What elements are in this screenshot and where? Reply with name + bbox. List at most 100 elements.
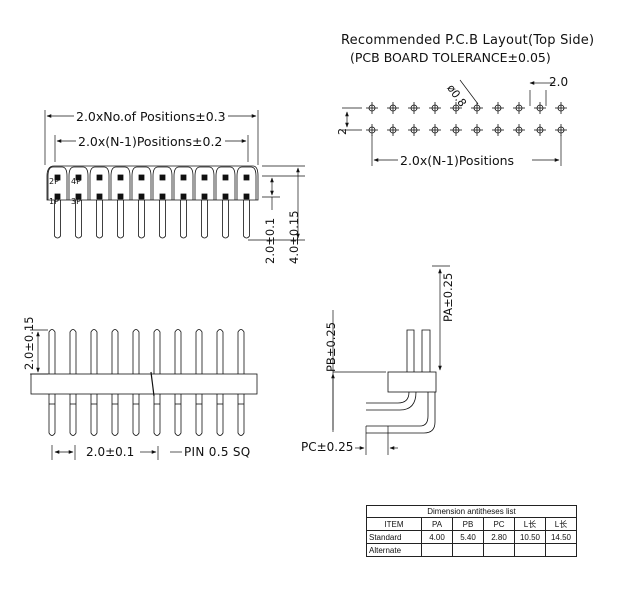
table-cell: 2.80	[483, 530, 515, 544]
front-pin	[54, 200, 61, 239]
pin-square	[75, 174, 82, 181]
upper-post	[216, 329, 224, 374]
pin-square	[243, 174, 250, 181]
front-view	[46, 165, 259, 239]
front-pin	[96, 200, 103, 239]
housing-cell	[131, 166, 152, 200]
lower-post	[69, 394, 77, 436]
pin-square	[117, 174, 124, 181]
housing-cell	[152, 166, 173, 200]
table-header-row: ITEM PA PB PC L长 L长	[366, 517, 577, 531]
table-row: Alternate	[366, 543, 577, 557]
table-header-cell: ITEM	[366, 517, 422, 531]
pcb-span-label: 2.0x(N-1)Positions	[400, 153, 515, 168]
upper-post	[69, 329, 77, 374]
pin-size-label: PIN 0.5 SQ	[184, 445, 251, 459]
row-pitch-label: 2.0±0.1	[263, 217, 277, 264]
side-dimensions	[30, 329, 182, 460]
pin-square	[54, 174, 61, 181]
pin-square	[159, 174, 166, 181]
housing-cell	[173, 166, 194, 200]
upper-post	[132, 329, 140, 374]
position-1p: 1P	[49, 197, 59, 206]
table-cell	[514, 543, 546, 557]
pin-square	[201, 174, 208, 181]
housing-cell	[215, 166, 236, 200]
upper-post	[111, 329, 119, 374]
upper-post	[237, 329, 245, 374]
pin-square	[180, 193, 187, 200]
table-cell	[545, 543, 577, 557]
table-cell: 14.50	[545, 530, 577, 544]
front-pin	[243, 200, 250, 239]
front-pin	[201, 200, 208, 239]
right-angle-view	[366, 329, 437, 434]
pin-square	[222, 174, 229, 181]
pcb-dimensions	[342, 79, 562, 166]
pin-square	[243, 193, 250, 200]
lower-post	[153, 394, 161, 436]
pin-square	[54, 193, 61, 200]
pin-square	[138, 174, 145, 181]
pin-square	[75, 193, 82, 200]
lower-post	[195, 394, 203, 436]
front-pin	[159, 200, 166, 239]
upper-post	[48, 329, 56, 374]
table-cell: 5.40	[452, 530, 484, 544]
table-cell: Alternate	[366, 543, 422, 557]
pcb-title: Recommended P.C.B Layout(Top Side)	[341, 33, 595, 48]
table-header-cell: PB	[452, 517, 484, 531]
table-row: Standard 4.00 5.40 2.80 10.50 14.50	[366, 530, 577, 544]
upper-post	[90, 329, 98, 374]
position-4p: 4P	[71, 177, 81, 186]
front-pin	[138, 200, 145, 239]
pin-square	[180, 174, 187, 181]
table-cell	[483, 543, 515, 557]
front-pin	[222, 200, 229, 239]
table-header-cell: PA	[421, 517, 453, 531]
upper-post	[174, 329, 182, 374]
front-pin	[75, 200, 82, 239]
lower-post	[111, 394, 119, 436]
side-pitch-label: 2.0±0.1	[86, 445, 135, 459]
housing-cell	[89, 166, 110, 200]
lower-post	[216, 394, 224, 436]
angle-dimensions	[331, 265, 450, 455]
upper-post	[195, 329, 203, 374]
table-header-cell: L长	[514, 517, 546, 531]
pin-square	[96, 193, 103, 200]
table-header-cell: PC	[483, 517, 515, 531]
body-height-label: 4.0±0.15	[287, 210, 301, 264]
table-caption-row: Dimension antitheses list	[366, 505, 577, 518]
upper-post	[153, 329, 161, 374]
front-dimensions	[44, 110, 305, 241]
pcb-layout-view	[366, 102, 567, 136]
table-cell	[452, 543, 484, 557]
table-cell	[421, 543, 453, 557]
lower-post	[237, 394, 245, 436]
pin-square	[222, 193, 229, 200]
lower-post	[48, 394, 56, 436]
pin-square	[159, 193, 166, 200]
housing-cell	[194, 166, 215, 200]
housing-cell	[68, 166, 89, 200]
pin-square	[201, 193, 208, 200]
pc-label: PC±0.25	[301, 440, 354, 454]
housing-cell	[236, 166, 257, 200]
position-3p: 3P	[71, 197, 81, 206]
pb-label: PB±0.25	[324, 321, 338, 372]
pin-square	[138, 193, 145, 200]
post-height-label: 2.0±0.15	[22, 316, 36, 370]
lower-post	[132, 394, 140, 436]
housing-cell	[47, 166, 68, 200]
lower-post	[174, 394, 182, 436]
table-header-cell: L长	[545, 517, 577, 531]
overall-length-label: 2.0xNo.of Positions±0.3	[76, 109, 226, 124]
side-view	[30, 329, 258, 436]
pin-square	[117, 193, 124, 200]
pcb-pitch-y-label: 2	[336, 128, 349, 135]
table-cell: 4.00	[421, 530, 453, 544]
span-label: 2.0x(N-1)Positions±0.2	[78, 134, 223, 149]
lower-post	[90, 394, 98, 436]
